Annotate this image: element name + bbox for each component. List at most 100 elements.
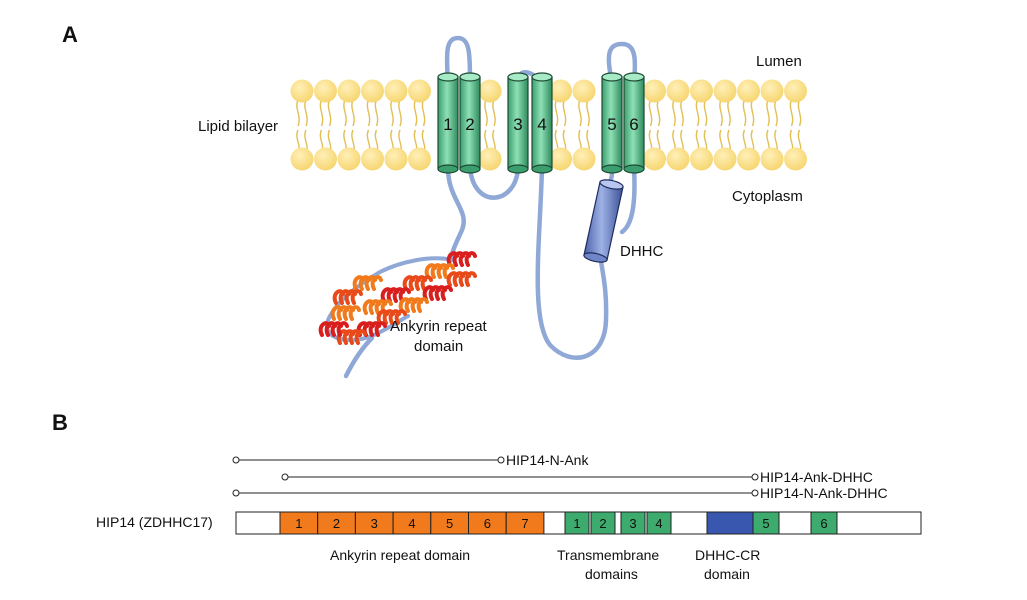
lipid-head — [408, 147, 431, 171]
tm-domains-label-line1: Transmembrane — [557, 547, 659, 563]
tm-box-6-number: 6 — [820, 516, 827, 531]
lipid-tail — [343, 99, 355, 127]
c-terminal-tail — [619, 165, 637, 235]
construct-start-marker — [232, 456, 240, 464]
cytoplasm-label: Cytoplasm — [732, 188, 803, 205]
helix-number: 3 — [513, 115, 522, 134]
lipid-head — [666, 147, 690, 171]
tm-box-6 — [810, 511, 838, 535]
ankyrin-helix-coil — [446, 251, 477, 267]
lipid-tail — [366, 99, 379, 127]
ankyrin-box-number: 4 — [408, 516, 415, 531]
ankyrin-helix-coil — [380, 287, 411, 303]
ankyrin-box-number: 1 — [295, 516, 302, 531]
lipid-head — [361, 147, 384, 171]
tm-box-number: 1 — [573, 516, 580, 531]
ankyrin-helix-coil — [376, 309, 407, 325]
protein-label: HIP14 (ZDHHC17) — [96, 514, 213, 530]
lipid-head — [290, 79, 314, 103]
loop-1-2 — [444, 35, 473, 85]
lipid-head — [384, 79, 408, 103]
panel-a-label: A — [62, 22, 78, 47]
lipid-head — [572, 79, 596, 103]
ankyrin-tail — [343, 335, 375, 379]
helix-number: 5 — [607, 115, 616, 134]
tm-box-5 — [752, 511, 780, 535]
tm-domains-label-line2: domains — [585, 566, 638, 582]
ankyrin-helix-coil — [332, 289, 363, 305]
lipid-tail — [648, 99, 661, 127]
loop-2-3 — [467, 165, 521, 200]
tm-box-2 — [590, 511, 616, 535]
ankyrin-domain-label: Ankyrin repeat domain — [330, 547, 470, 563]
lipid-tail — [742, 99, 755, 127]
lipid-tail — [789, 99, 802, 127]
n-terminal-tail — [445, 165, 466, 263]
ankyrin-box-number: 7 — [521, 516, 528, 531]
ankyrin-helix-coil — [402, 275, 433, 291]
construct-label-n-ank-dhhc: HIP14-N-Ank-DHHC — [760, 485, 888, 501]
ankyrin-box-number: 3 — [371, 516, 378, 531]
ankyrin-backbone — [324, 256, 454, 343]
lipid-head — [713, 79, 737, 103]
ankyrin-helix-coil — [422, 285, 453, 301]
construct-end-marker — [497, 456, 505, 464]
dhhc-cr-label-line1: DHHC-CR — [695, 547, 760, 563]
lipid-head — [384, 147, 408, 171]
lipid-head — [549, 79, 572, 103]
panel-b-label: B — [52, 410, 68, 435]
lipid-head — [337, 147, 361, 171]
lipid-head — [408, 79, 431, 103]
helix-1: 1 — [437, 72, 459, 174]
lipid-head — [643, 147, 666, 171]
ankyrin-helix-coil — [356, 321, 387, 337]
lipid-head — [784, 147, 807, 171]
ankyrin-box-number: 2 — [333, 516, 340, 531]
helix-number: 1 — [443, 115, 452, 134]
lumen-label: Lumen — [756, 53, 802, 70]
helix-6: 6 — [623, 72, 645, 174]
ankyrin-helix-coil — [446, 271, 477, 287]
tm-box-number: 4 — [655, 516, 662, 531]
lipid-head — [314, 79, 337, 103]
ankyrin-box-number: 6 — [484, 516, 491, 531]
construct-start-marker — [232, 489, 240, 497]
lipid-head — [572, 147, 596, 171]
helix-5: 5 — [601, 72, 623, 174]
tm-box-3 — [620, 511, 646, 535]
ankyrin-label-line2: domain — [414, 338, 463, 355]
helix-3: 3 — [507, 72, 529, 174]
ankyrin-label-line1: Ankyrin repeat — [390, 318, 488, 335]
lipid-tail — [319, 99, 332, 127]
ankyrin-box-number: 5 — [446, 516, 453, 531]
ankyrin-helix-coil — [424, 263, 455, 279]
lipid-head — [478, 79, 502, 103]
dhhc-label: DHHC — [620, 243, 663, 260]
ankyrin-helix-coil — [362, 299, 393, 315]
construct-start-marker — [281, 473, 289, 481]
lipid-tail — [672, 99, 684, 127]
ankyrin-helix-coil — [318, 321, 349, 337]
loop-4-dhhc — [535, 165, 609, 360]
helix-number: 6 — [629, 115, 638, 134]
construct-lines — [232, 456, 759, 497]
dhhc-cr-label-line2: domain — [704, 566, 750, 582]
lipid-bilayer — [290, 79, 807, 171]
helix-4: 4 — [531, 72, 553, 174]
lipid-tail — [695, 99, 708, 127]
ankyrin-box-7 — [505, 511, 545, 535]
lipid-head — [760, 79, 784, 103]
lipid-head — [713, 147, 737, 171]
dhhc-cylinder — [583, 179, 624, 263]
lipid-tail — [766, 99, 778, 127]
lipid-head — [690, 79, 713, 103]
ankyrin-helix-coil — [398, 297, 429, 313]
lipid-bilayer-label: Lipid bilayer — [198, 118, 278, 135]
lipid-tail — [413, 99, 426, 127]
lipid-head — [666, 79, 690, 103]
lipid-head — [478, 147, 502, 171]
lipid-tail — [554, 99, 567, 127]
lipid-tail — [390, 99, 402, 127]
